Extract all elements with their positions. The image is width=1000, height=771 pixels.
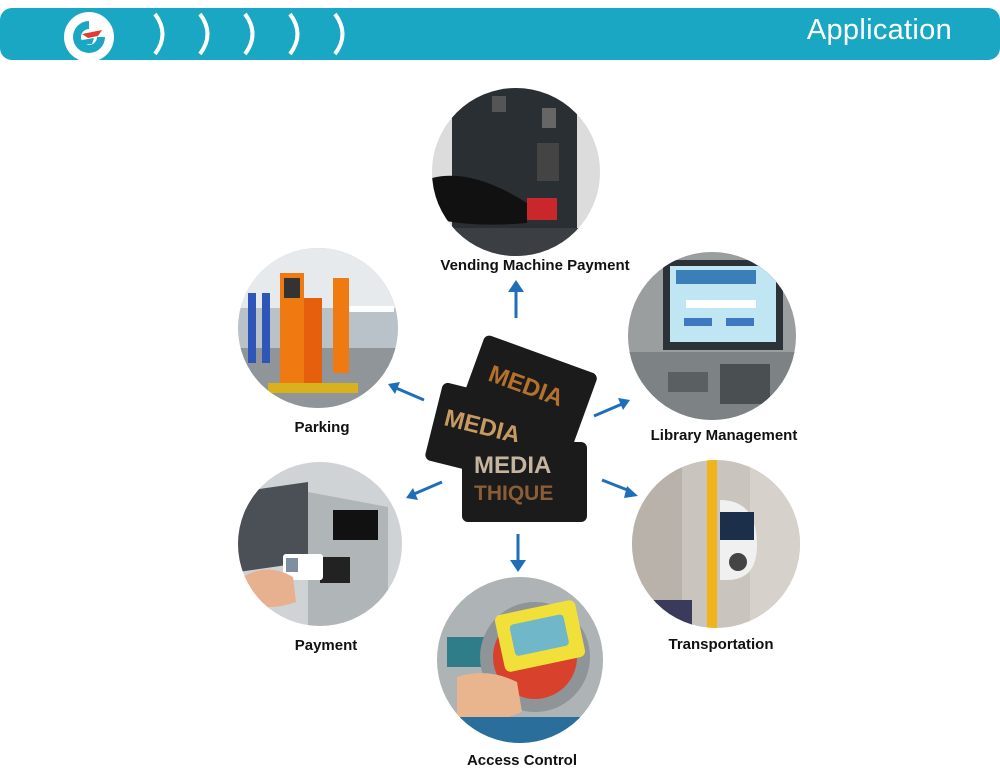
decorative-chevrons-icon bbox=[153, 12, 345, 56]
arrow-upleft-icon bbox=[388, 382, 425, 402]
card-payment-photo bbox=[238, 462, 402, 626]
arrow-up-icon bbox=[508, 280, 524, 318]
label-parking: Parking bbox=[294, 419, 350, 436]
card-front-text-top: MEDIA bbox=[474, 452, 551, 479]
label-transportation: Transportation bbox=[668, 636, 774, 653]
label-vending-machine-payment: Vending Machine Payment bbox=[440, 257, 630, 274]
label-payment: Payment bbox=[294, 637, 358, 654]
arrow-downleft-icon bbox=[406, 480, 443, 500]
library-checkout-photo bbox=[628, 252, 796, 420]
card-front-text-bottom: THIQUE bbox=[474, 482, 553, 505]
vending-machine-photo bbox=[432, 88, 600, 256]
access-control-photo bbox=[437, 577, 603, 743]
rfid-cards-image: MEDIA MEDIA MEDIA THIQUE bbox=[425, 335, 597, 522]
arrow-downright-icon bbox=[601, 478, 638, 498]
bus-validator-photo bbox=[632, 460, 800, 628]
arrow-upright-icon bbox=[593, 398, 630, 418]
header-bar bbox=[0, 8, 1000, 60]
brand-logo-icon bbox=[64, 12, 114, 62]
label-library-management: Library Management bbox=[650, 427, 798, 444]
page-title: Application bbox=[806, 14, 952, 46]
arrow-down-icon bbox=[510, 534, 526, 572]
label-access-control: Access Control bbox=[466, 752, 578, 769]
parking-gate-photo bbox=[238, 248, 398, 408]
